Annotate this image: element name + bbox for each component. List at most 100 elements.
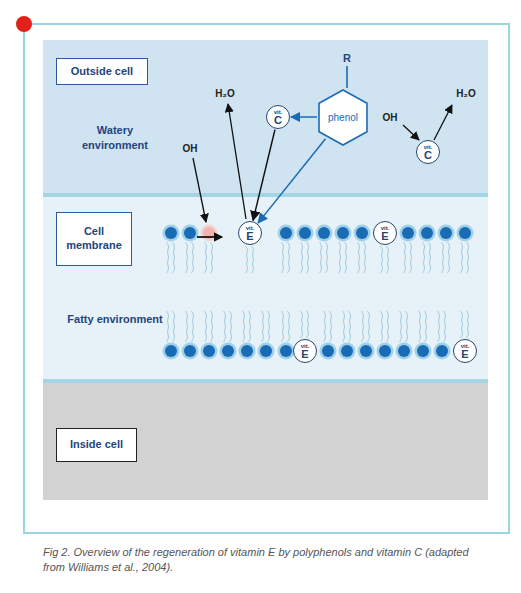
lipid-head-ring: [457, 225, 474, 242]
lipid-head-ring: [201, 225, 218, 242]
vitamin-e-circle: vit.E: [238, 221, 262, 245]
lipid-head: [459, 227, 471, 239]
reaction-connector: [291, 116, 317, 118]
lipid-head-ring: [415, 343, 432, 360]
lipid-tail: [400, 311, 402, 342]
lipid-head-ring: [438, 225, 455, 242]
lipid-head: [398, 345, 410, 357]
outer-frame: [24, 24, 509, 533]
lipid-tail: [423, 242, 425, 273]
lipid-head: [318, 227, 330, 239]
lipid-tail: [224, 311, 226, 342]
lipid-head: [299, 227, 311, 239]
lipid-head-ring: [239, 343, 256, 360]
lipid-tail: [339, 242, 341, 273]
vitamin-letter: C: [424, 150, 432, 161]
lipid-tail: [192, 242, 194, 273]
compound-name: phenol: [328, 112, 358, 123]
lipid-head: [203, 345, 215, 357]
reaction-arrow: [228, 104, 246, 219]
lipid-head-ring: [377, 343, 394, 360]
lipid-tail: [349, 311, 351, 342]
lipid-tail: [186, 311, 188, 342]
lipid-head: [421, 227, 433, 239]
lipid-head-ring: [182, 343, 199, 360]
lipid-tail: [173, 311, 175, 342]
lipid-tail: [249, 311, 251, 342]
water-label: H₂O: [456, 88, 475, 99]
vitamin-letter: E: [246, 231, 253, 242]
lipid-head: [379, 345, 391, 357]
lipid-tail: [205, 242, 207, 273]
water-label: H₂O: [215, 88, 234, 99]
lipid-tail: [288, 242, 290, 273]
lipid-tail: [326, 242, 328, 273]
vitamin-letter: E: [381, 231, 388, 242]
reaction-arrow: [197, 236, 222, 237]
lipid-head-ring: [316, 225, 333, 242]
vitamin-letter: E: [301, 349, 308, 360]
lipid-tail: [186, 242, 188, 273]
lipid-tail: [324, 311, 326, 342]
environment-label: Watery environment: [65, 123, 165, 153]
lipid-tail: [368, 311, 370, 342]
lipid-tail: [467, 242, 469, 273]
vitamin-e-circle: vit.E: [373, 221, 397, 245]
lipid-tail: [343, 311, 345, 342]
lipid-bilayer: [163, 225, 474, 360]
region-name: Outside cell: [71, 65, 133, 79]
lipid-tail: [173, 242, 175, 273]
lipid-tail: [301, 311, 303, 338]
lipid-head-ring: [434, 343, 451, 360]
lipid-tail: [211, 311, 213, 342]
vitamin-c-circle: vit.C: [266, 105, 290, 129]
lipid-head: [165, 227, 177, 239]
inside-region: [43, 383, 488, 500]
lipid-tail: [429, 242, 431, 273]
lipid-tail: [425, 311, 427, 342]
membrane-edge: [43, 193, 488, 197]
environment-label: Fatty environment: [65, 312, 165, 327]
lipid-head: [337, 227, 349, 239]
lipid-head: [222, 345, 234, 357]
lipid-tail: [461, 242, 463, 273]
lipid-head: [165, 345, 177, 357]
lipid-head-ring: [297, 225, 314, 242]
lipid-head-ring: [396, 343, 413, 360]
reaction-connector: [258, 139, 325, 223]
lipid-tail: [406, 311, 408, 342]
lipid-head: [241, 345, 253, 357]
lipid-head: [341, 345, 353, 357]
substituent-label: R: [343, 52, 351, 64]
lipid-tail: [246, 246, 248, 273]
lipid-head: [280, 345, 292, 357]
lipid-head: [417, 345, 429, 357]
lipid-tail: [381, 311, 383, 342]
radical-label: OH: [183, 143, 198, 154]
lipid-head-ring: [400, 225, 417, 242]
lipid-head-ring: [258, 343, 275, 360]
membrane-edge: [43, 379, 488, 383]
lipid-head-ring: [220, 343, 237, 360]
lipid-head-ring: [320, 343, 337, 360]
lipid-tail: [438, 311, 440, 342]
lipid-head: [402, 227, 414, 239]
membrane-region: [43, 195, 488, 381]
lipid-tail: [307, 311, 309, 338]
lipid-tail: [358, 242, 360, 273]
reaction-arrow: [193, 158, 206, 222]
lipid-tail: [211, 242, 213, 273]
region-box: Cell membrane: [56, 212, 132, 266]
lipid-tail: [167, 242, 169, 273]
vitamin-e-circle: vit.E: [453, 339, 477, 363]
reaction-arrow: [197, 236, 222, 237]
lipid-head-ring: [335, 225, 352, 242]
phenol-hexagon: phenol: [318, 89, 368, 146]
lipid-tail: [252, 246, 254, 273]
lipid-head-ring: [182, 225, 199, 242]
r-bond: [346, 66, 348, 88]
lipid-tail: [192, 311, 194, 342]
lipid-head-ring: [419, 225, 436, 242]
lipid-tail: [301, 242, 303, 273]
